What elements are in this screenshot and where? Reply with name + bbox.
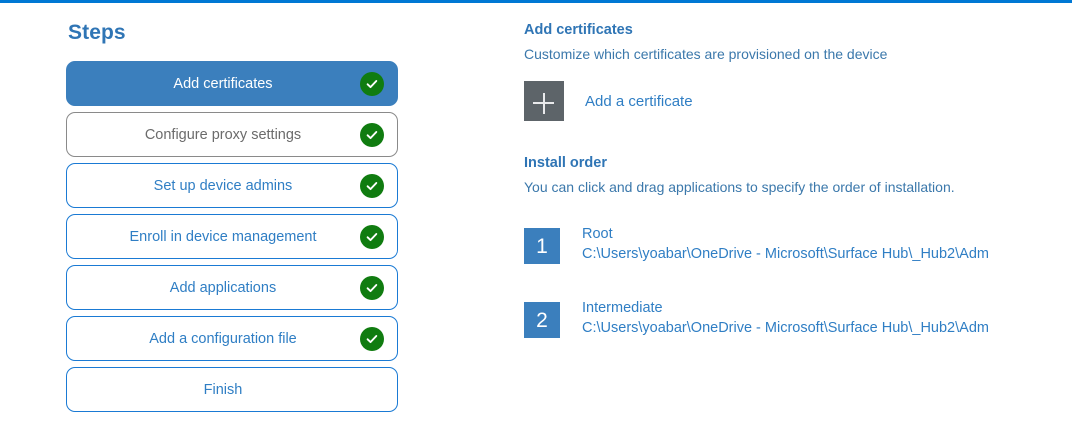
check-circle-icon — [360, 326, 384, 351]
step-button-1[interactable]: Configure proxy settings — [66, 112, 398, 157]
check-circle-icon — [360, 71, 384, 96]
top-accent-bar — [0, 0, 1072, 3]
step-button-label: Enroll in device management — [129, 228, 317, 245]
step-button-label: Set up device admins — [153, 177, 293, 194]
install-order-number-badge: 2 — [524, 302, 560, 338]
step-button-6[interactable]: Finish — [66, 367, 398, 412]
add-a-certificate-button[interactable]: Add a certificate — [524, 81, 764, 121]
install-order-item-name: Intermediate — [582, 300, 663, 316]
install-order-section: Install order You can click and drag app… — [524, 154, 1044, 338]
step-button-3[interactable]: Enroll in device management — [66, 214, 398, 259]
install-order-heading: Install order — [524, 155, 607, 171]
install-order-item-path: C:\Users\yoabar\OneDrive - Microsoft\Sur… — [582, 320, 989, 336]
add-a-certificate-label: Add a certificate — [585, 92, 693, 110]
step-button-5[interactable]: Add a configuration file — [66, 316, 398, 361]
plus-icon[interactable] — [524, 81, 564, 121]
step-button-label: Add certificates — [173, 75, 273, 92]
step-button-0[interactable]: Add certificates — [66, 61, 398, 106]
install-order-subtitle: You can click and drag applications to s… — [524, 179, 955, 195]
check-circle-icon — [360, 275, 384, 300]
add-certificates-subtitle: Customize which certificates are provisi… — [524, 46, 888, 62]
install-order-item-name: Root — [582, 226, 613, 242]
step-button-label: Finish — [203, 381, 243, 398]
step-button-2[interactable]: Set up device admins — [66, 163, 398, 208]
step-button-label: Add a configuration file — [149, 330, 297, 347]
steps-panel-title: Steps — [68, 21, 126, 44]
check-circle-icon — [360, 173, 384, 198]
detail-panel: Add certificates Customize which certifi… — [524, 21, 1044, 376]
step-button-4[interactable]: Add applications — [66, 265, 398, 310]
add-certificates-heading: Add certificates — [524, 22, 633, 38]
install-order-item-path: C:\Users\yoabar\OneDrive - Microsoft\Sur… — [582, 246, 989, 262]
install-order-number-badge: 1 — [524, 228, 560, 264]
check-circle-icon — [360, 122, 384, 147]
add-certificates-section: Add certificates Customize which certifi… — [524, 21, 1044, 121]
check-circle-icon — [360, 224, 384, 249]
step-button-label: Configure proxy settings — [144, 126, 302, 143]
step-button-label: Add applications — [169, 279, 277, 296]
